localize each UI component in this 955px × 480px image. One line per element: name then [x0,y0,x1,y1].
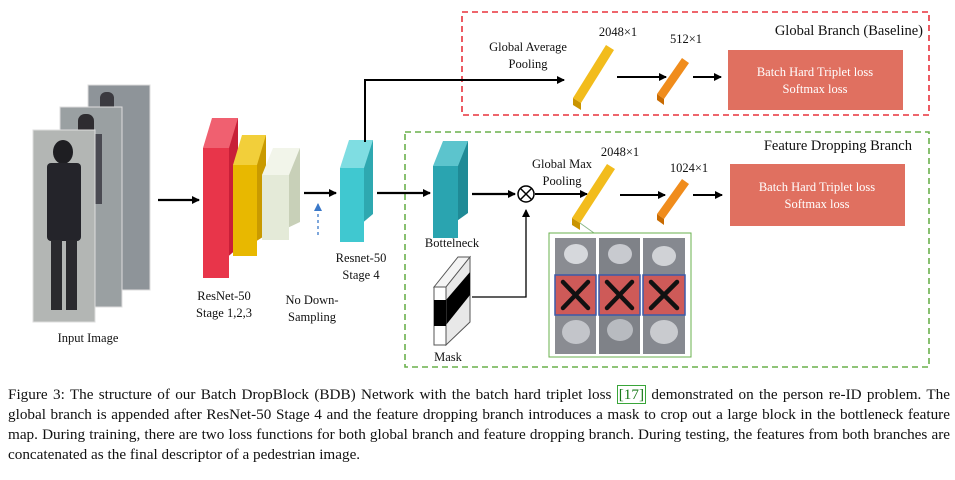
global-fc-512 [657,58,689,105]
drop-fc-2048 [572,164,615,230]
drop-loss-line1: Batch Hard Triplet loss [759,180,875,194]
feature-dropping-branch-title: Feature Dropping Branch [764,138,913,154]
mask-block [432,255,472,347]
dropped-feature-map-panel [548,232,692,358]
global-pooling-label-line1: Global Average [489,40,567,54]
bdb-network-diagram: Input Image ResNet-50 Stage 1,2,3 No Dow… [32,11,930,368]
input-image-label: Input Image [58,331,119,345]
resnet-stage-4-block [340,140,373,242]
bottleneck-block [433,141,468,238]
caption-suffix: demonstrated on the person re-ID problem… [8,386,950,463]
figure-caption: Figure 3: The structure of our Batch Dro… [8,385,950,465]
input-image-stack [32,84,151,323]
resnet-stage-1-2-3-blocks [203,118,300,278]
arrow-mask-to-multiply [472,209,530,298]
global-loss-line1: Batch Hard Triplet loss [757,65,873,79]
global-loss-box [728,50,903,110]
max-pooling-label-line2: Pooling [543,174,583,188]
global-branch-title: Global Branch (Baseline) [775,23,923,39]
global-dim-512: 512×1 [670,32,702,46]
global-dim-2048: 2048×1 [599,25,637,39]
caption-reference-link[interactable]: [17] [616,385,647,404]
drop-dim-2048: 2048×1 [601,145,639,159]
global-loss-line2: Softmax loss [783,82,848,96]
resnet-stage-4-label-line1: Resnet-50 [336,251,387,265]
arrow-stage4-to-global-branch [364,76,565,142]
drop-loss-line2: Softmax loss [785,197,850,211]
max-pooling-label-line1: Global Max [532,157,593,171]
no-downsampling-label-line1: No Down- [285,293,338,307]
connector-fc-to-feature-map [579,222,595,234]
drop-fc-1024 [657,179,689,225]
resnet-stage-4-label-line2: Stage 4 [342,268,380,282]
resnet-stage-123-label-line2: Stage 1,2,3 [196,306,252,320]
caption-prefix: Figure 3: The structure of our Batch Dro… [8,386,617,403]
drop-loss-box [730,164,905,226]
global-branch-box [461,11,930,116]
global-pooling-label-line2: Pooling [509,57,549,71]
drop-dim-1024: 1024×1 [670,161,708,175]
global-fc-2048 [573,45,614,110]
multiply-operator-icon [517,185,535,203]
bottleneck-label: Bottelneck [425,236,480,250]
feature-dropping-branch-box [404,131,930,368]
no-downsampling-label-line2: Sampling [288,310,337,324]
resnet-stage-123-label-line1: ResNet-50 [197,289,250,303]
mask-label: Mask [434,350,463,364]
